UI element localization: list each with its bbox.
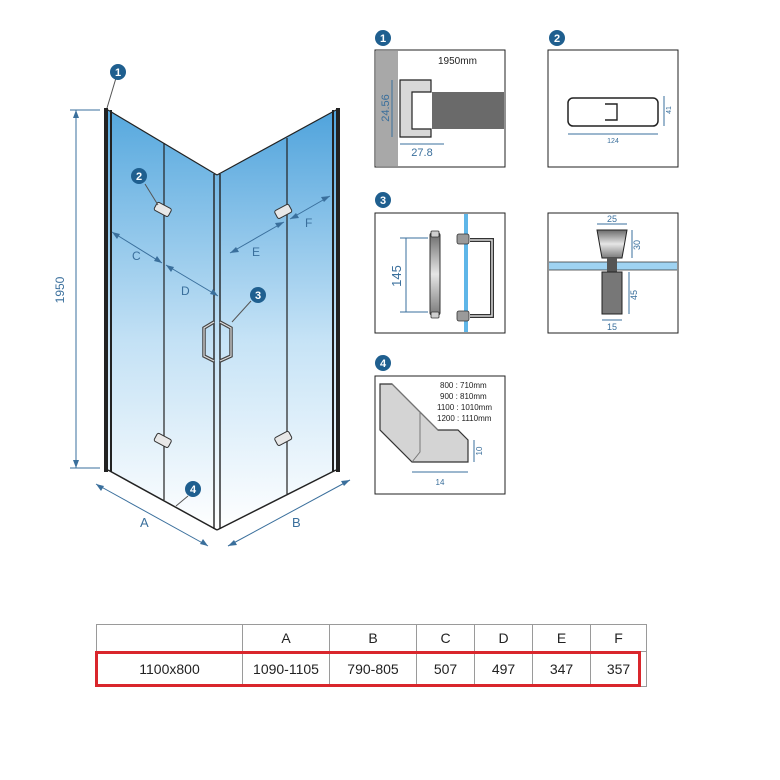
detail-4-height-label: 10: [475, 446, 484, 455]
detail-3-badge: [375, 192, 391, 208]
hinge-right-top: [274, 203, 293, 219]
table-header-cell: E: [532, 624, 591, 652]
hinge-body: [567, 97, 659, 127]
detail-4: 4 800 : 710mm 900 : 810mm 1100 : 1010mm …: [374, 355, 506, 495]
callout-2-label: 2: [136, 171, 142, 183]
detail-2-badge: [549, 30, 565, 46]
left-glass-panel: [108, 110, 217, 530]
detail-2: 2 124 41: [547, 30, 679, 168]
stopper-bottom: [601, 271, 623, 315]
right-glass-panel: [217, 110, 336, 530]
dim-a-label: A: [140, 515, 149, 530]
glass-section: [432, 92, 504, 129]
detail-1-badge-label: 1: [380, 33, 386, 45]
table-cell: 507: [416, 651, 475, 687]
table-cell: 497: [474, 651, 533, 687]
table-header-cell: A: [242, 624, 330, 652]
detail-3b-low-label: 45: [629, 290, 639, 300]
seal-spec-2: 900 : 810mm: [440, 392, 487, 401]
hinge-right-bottom: [274, 430, 293, 446]
detail-2-height-label: 41: [666, 106, 673, 114]
table-header-cell: F: [590, 624, 647, 652]
table-row: 1100x800 1090-1105 790-805 507 497 347 3…: [96, 651, 647, 687]
detail-3b-mid-label: 30: [632, 240, 642, 250]
detail-3b-bottom-label: 15: [607, 322, 617, 332]
detail-2-width-label: 124: [607, 138, 619, 145]
table-cell: 790-805: [329, 651, 417, 687]
detail-2-badge-label: 2: [554, 33, 560, 45]
detail-1-top-label: 1950mm: [438, 56, 477, 67]
table-header-cell: D: [474, 624, 533, 652]
detail-3-handle-label: 145: [389, 265, 404, 287]
handle-left-inner: [203, 321, 215, 362]
table-cell: 1100x800: [96, 651, 243, 687]
detail-4-badge-label: 4: [380, 358, 387, 370]
callout-3-label: 3: [255, 290, 261, 302]
table-cell: 357: [590, 651, 647, 687]
wall-section: [376, 51, 398, 166]
detail-3b: 25 30 45 15: [547, 212, 679, 334]
handle-side-profile: [470, 238, 494, 318]
enclosure-view: 1950 C D E F A B 1: [53, 64, 351, 547]
callout-4-label: 4: [190, 484, 197, 496]
dim-c-label: C: [132, 249, 141, 263]
hinge-left-bottom: [153, 432, 172, 448]
callout-3-badge: [250, 287, 266, 303]
detail-4-width-label: 14: [436, 478, 445, 487]
dim-d-label: D: [181, 284, 190, 298]
callout-1-label: 1: [115, 67, 121, 79]
detail-3-badge-label: 3: [380, 195, 386, 207]
seal-spec-4: 1200 : 1110mm: [437, 414, 492, 423]
callout-2-badge: [131, 168, 147, 184]
detail-1-height-label: 24.56: [380, 94, 392, 122]
callout-4-badge: [185, 481, 201, 497]
dim-f-label: F: [305, 216, 312, 230]
stopper-top: [596, 229, 628, 259]
dimension-table: A B C D E F 1100x800 1090-1105 790-805 5…: [96, 624, 647, 687]
table-header-cell: [96, 624, 243, 652]
height-label: 1950: [53, 276, 67, 303]
dim-e-label: E: [252, 245, 260, 259]
detail-4-badge: [375, 355, 391, 371]
table-header-cell: B: [329, 624, 417, 652]
table-header-row: A B C D E F: [96, 624, 647, 652]
detail-3: 3 145: [374, 192, 506, 334]
detail-1: 1 1950mm 24.56 27.8: [374, 30, 506, 168]
dim-b-label: B: [292, 515, 301, 530]
callout-1-badge: [110, 64, 126, 80]
detail-3b-top-label: 25: [607, 214, 617, 224]
detail-1-width-label: 27.8: [411, 147, 432, 159]
detail-1-badge: [375, 30, 391, 46]
hinge-left-top: [153, 201, 172, 217]
seal-spec-1: 800 : 710mm: [440, 381, 487, 390]
u-profile: [399, 79, 432, 138]
table-header-cell: C: [416, 624, 475, 652]
seal-spec-3: 1100 : 1010mm: [437, 403, 492, 412]
handle-right-inner: [219, 321, 232, 362]
selected-row-highlight: [95, 651, 641, 687]
